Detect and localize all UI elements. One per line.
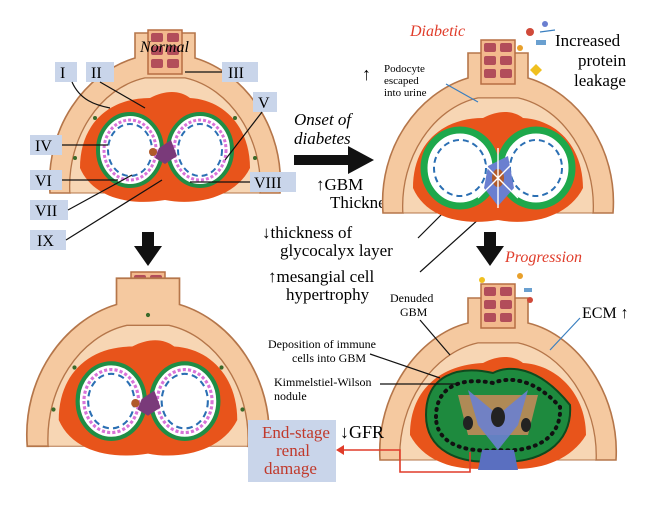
- label-vi: VI: [30, 170, 62, 190]
- label-vii-text: VII: [35, 203, 57, 220]
- podocyte-line3: into urine: [384, 87, 427, 99]
- late-diabetic-tubule: [480, 283, 516, 329]
- diabetic-title: Diabetic: [409, 23, 465, 40]
- gbm-line2: Thickness: [330, 193, 399, 212]
- label-i-text: I: [60, 65, 65, 82]
- esrd-line2: renal: [276, 441, 310, 460]
- late-diabetic-glomerulus: [379, 297, 617, 470]
- label-viii: VIII: [250, 172, 296, 192]
- podocyte-arrow: ↑: [362, 64, 371, 84]
- ecm-label: ECM ↑: [582, 305, 629, 322]
- late-normal-glomerulus: [27, 278, 269, 455]
- leaked-proteins: [517, 21, 548, 76]
- normal-leader-lines: [62, 71, 263, 241]
- progression-label: Progression: [504, 249, 582, 266]
- podocyte-line2: escaped: [384, 75, 419, 87]
- label-ii-text: II: [91, 65, 102, 82]
- denuded-line1: Denuded: [390, 291, 433, 305]
- protein-line1: Increased: [555, 31, 621, 50]
- mesangial-line1: ↑mesangial cell: [268, 267, 374, 286]
- protein-line3: leakage: [574, 71, 626, 90]
- label-viii-text: VIII: [254, 175, 282, 192]
- esrd-box: End-stage renal damage: [248, 420, 336, 482]
- denuded-line2: GBM: [400, 305, 428, 319]
- ecm-leader: [549, 317, 581, 351]
- immune-line2: cells into GBM: [292, 351, 366, 365]
- red-arrow-head: [336, 445, 344, 455]
- diabetic-leader-lines: [445, 29, 556, 103]
- progression-red-arrow: [344, 449, 471, 473]
- label-vii: VII: [30, 200, 68, 220]
- glyco-line1: ↓thickness of: [262, 223, 353, 242]
- onset-line1: Onset of: [294, 110, 353, 129]
- label-iv-text: IV: [35, 138, 52, 155]
- esrd-line3: damage: [264, 459, 317, 478]
- label-vi-text: VI: [35, 173, 52, 190]
- label-v: V: [253, 92, 277, 112]
- diabetic-tubule: [480, 39, 516, 85]
- normal-title: Normal: [139, 39, 189, 56]
- label-iii: III: [222, 62, 258, 82]
- kw-line1: Kimmelstiel-Wilson: [274, 375, 372, 389]
- label-iv: IV: [30, 135, 62, 155]
- down-arrow-left: [134, 232, 162, 266]
- progression-leader-lines: [369, 319, 460, 385]
- late-leaked-proteins: [479, 273, 533, 303]
- protein-line2: protein: [578, 51, 627, 70]
- onset-arrow: [294, 146, 374, 174]
- esrd-line1: End-stage: [262, 423, 330, 442]
- label-ix: IX: [30, 230, 66, 250]
- gbm-line1: ↑GBM: [316, 175, 363, 194]
- diabetic-glomerulus: [381, 52, 615, 222]
- glyco-line2: glycocalyx layer: [280, 241, 393, 260]
- onset-line2: diabetes: [294, 129, 351, 148]
- gfr-label: ↓GFR: [340, 422, 384, 442]
- podocyte-line1: Podocyte: [384, 63, 425, 75]
- kw-line2: nodule: [274, 389, 307, 403]
- label-ii: II: [86, 62, 114, 82]
- mesangial-line2: hypertrophy: [286, 285, 370, 304]
- label-ix-text: IX: [37, 233, 54, 250]
- down-arrow-right: [476, 232, 504, 266]
- label-iii-text: III: [228, 65, 244, 82]
- label-i: I: [55, 62, 77, 82]
- immune-line1: Deposition of immune: [268, 337, 376, 351]
- label-v-text: V: [258, 95, 270, 112]
